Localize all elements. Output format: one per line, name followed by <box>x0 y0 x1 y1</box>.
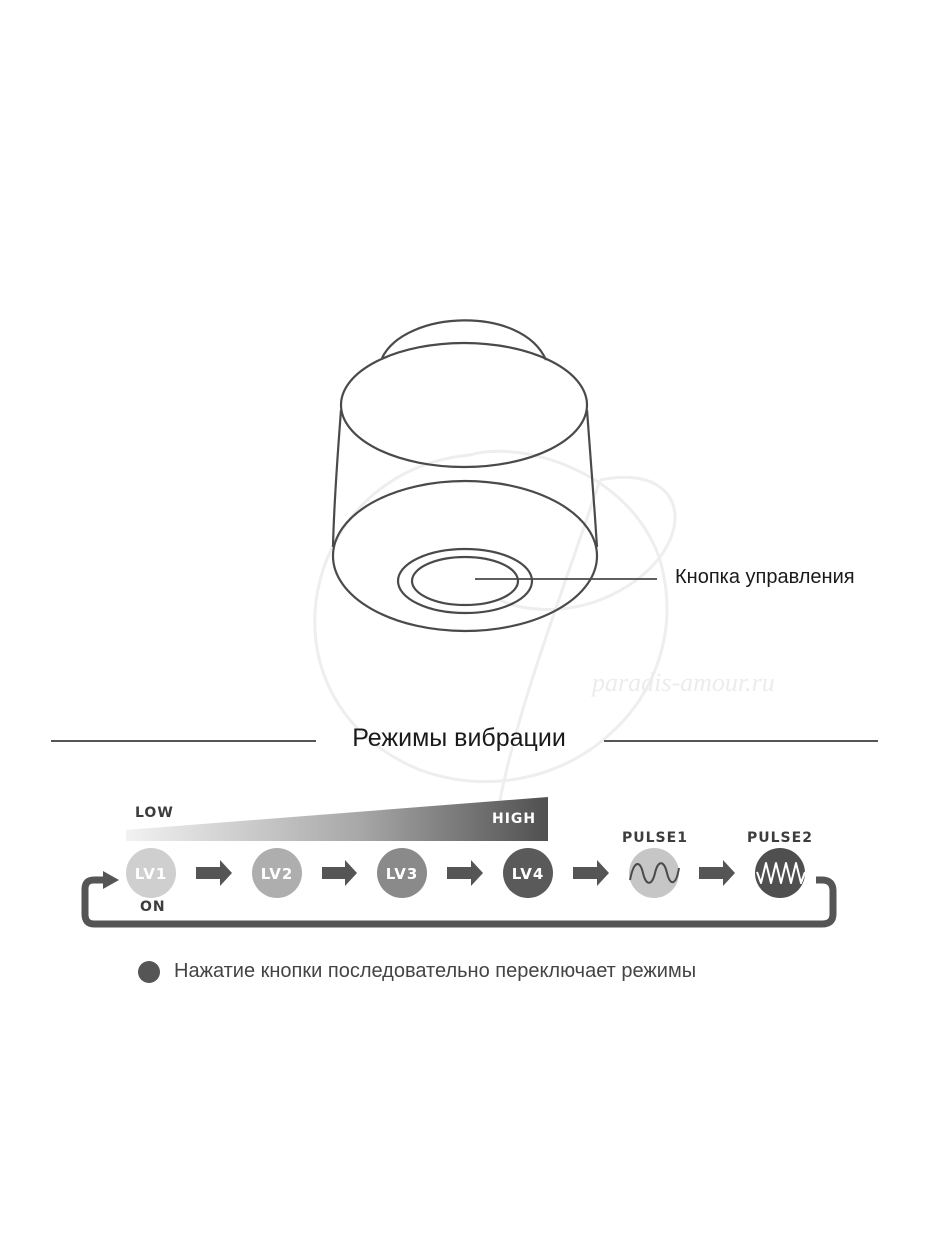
device-base <box>331 479 599 633</box>
mode-circle-lv4 <box>503 848 553 898</box>
cycle-loop-arrowhead <box>103 871 119 889</box>
mode-circle-lv1 <box>126 848 176 898</box>
on-label: ON <box>140 899 166 915</box>
flow-arrow-icon <box>699 860 735 886</box>
control-button-label: Кнопка управления <box>675 566 855 588</box>
flow-arrow-icon <box>196 860 232 886</box>
watermark-logo <box>313 449 677 801</box>
sine-wave-icon <box>629 862 680 884</box>
mode-lv2-label: LV2 <box>260 865 294 883</box>
mode-circle-lv2 <box>252 848 302 898</box>
mode-circle-pulse2 <box>755 848 805 898</box>
pulse1-label: PULSE1 <box>622 830 688 846</box>
mode-lv1-label: LV1 <box>134 865 168 883</box>
section-title: Режимы вибрации <box>352 724 566 752</box>
device-illustration <box>331 319 657 633</box>
flow-arrow-icon <box>322 860 357 886</box>
intensity-ramp <box>126 797 548 841</box>
note: Нажатие кнопки последовательно переключа… <box>138 960 696 983</box>
note-text: Нажатие кнопки последовательно переключа… <box>174 960 697 982</box>
low-label: LOW <box>135 805 174 821</box>
device-left-side <box>331 409 343 548</box>
device-right-side <box>585 409 599 548</box>
zigzag-wave-icon <box>756 862 806 884</box>
device-upper-rim <box>339 341 589 469</box>
flow-arrow-icon <box>573 860 609 886</box>
cycle-loop-line <box>81 876 837 928</box>
pulse2-label: PULSE2 <box>747 830 813 846</box>
control-button-outer-ring <box>396 547 534 615</box>
note-bullet-icon <box>138 960 160 983</box>
device-top-dome <box>381 319 548 361</box>
mode-circle-lv3 <box>377 848 427 898</box>
mode-lv3-label: LV3 <box>385 865 419 883</box>
watermark-text: paradis-amour.ru <box>592 668 775 697</box>
control-button <box>410 555 520 607</box>
flow-arrow-icon <box>447 860 483 886</box>
mode-lv4-label: LV4 <box>511 865 545 883</box>
high-label: HIGH <box>492 811 537 827</box>
